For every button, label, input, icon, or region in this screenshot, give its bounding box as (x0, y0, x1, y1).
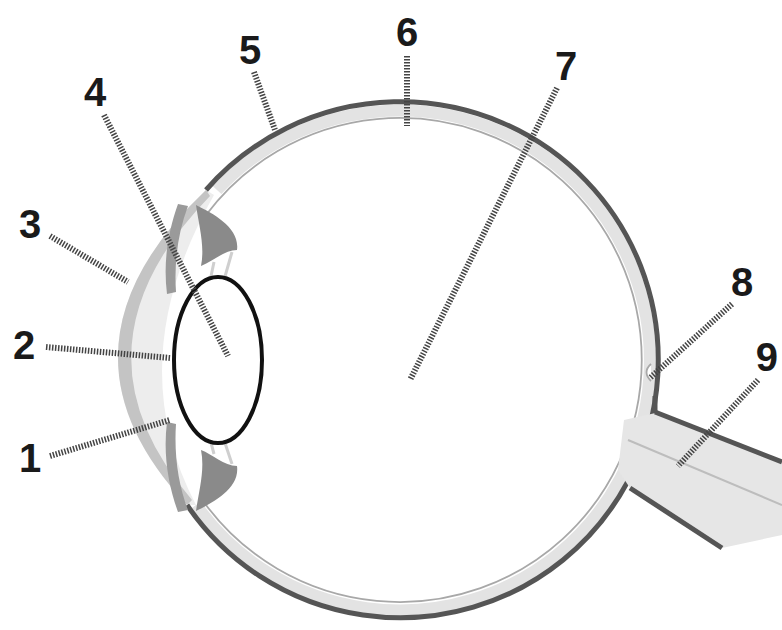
leader-lines (46, 56, 758, 466)
leader-line (650, 304, 732, 378)
optic-nerve (628, 440, 782, 505)
leader-line (46, 347, 170, 358)
callout-number: 6 (396, 12, 418, 52)
leader-line (678, 380, 758, 466)
lens (174, 277, 262, 443)
callout-number: 5 (239, 30, 261, 70)
leader-line (254, 72, 275, 130)
iris (166, 422, 188, 512)
leader-line (50, 420, 170, 456)
leader-line (410, 88, 557, 380)
callout-number: 4 (84, 72, 106, 112)
optic-nerve-outline (653, 396, 658, 412)
callout-number: 9 (756, 337, 778, 377)
optic-nerve-outline (655, 412, 782, 462)
leader-line (404, 56, 410, 126)
leader-line (50, 236, 128, 282)
optic-nerve-outline (630, 488, 722, 548)
callout-number: 1 (19, 438, 41, 478)
retina (206, 118, 642, 602)
fovea (647, 364, 652, 381)
optic-nerve (618, 412, 782, 548)
callout-number: 7 (555, 46, 577, 86)
callout-number: 8 (731, 262, 753, 302)
callout-number: 2 (13, 325, 35, 365)
callout-number: 3 (19, 204, 41, 244)
iris (166, 204, 188, 294)
leader-line (104, 115, 228, 356)
